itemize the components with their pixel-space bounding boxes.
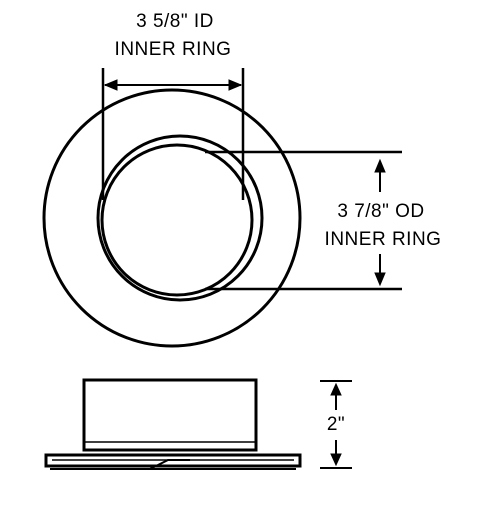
id-value-label: 3 5/8" ID (136, 11, 214, 32)
outer-trim-circle (42, 88, 302, 348)
height-arrow-down (330, 453, 342, 467)
inner-ring-side (82, 378, 258, 452)
height-dimension (320, 380, 352, 469)
id-arrow-right (228, 79, 243, 91)
trim-flange (44, 453, 302, 468)
height-value-label: 2" (326, 414, 346, 435)
inner-ring-od-circle (96, 134, 264, 302)
od-dimension (205, 150, 402, 291)
id-name-label: INNER RING (114, 39, 232, 60)
od-arrow-down (374, 272, 386, 287)
od-arrow-up (374, 158, 386, 173)
top-view (42, 88, 302, 348)
flange-clip (149, 459, 190, 470)
side-view (44, 378, 302, 470)
id-dimension (101, 68, 245, 200)
od-name-label: INNER RING (324, 229, 442, 250)
id-arrow-left (103, 79, 118, 91)
height-arrow-up (330, 382, 342, 396)
od-value-label: 3 7/8" OD (337, 201, 425, 222)
inner-ring-id-circle (100, 143, 254, 297)
